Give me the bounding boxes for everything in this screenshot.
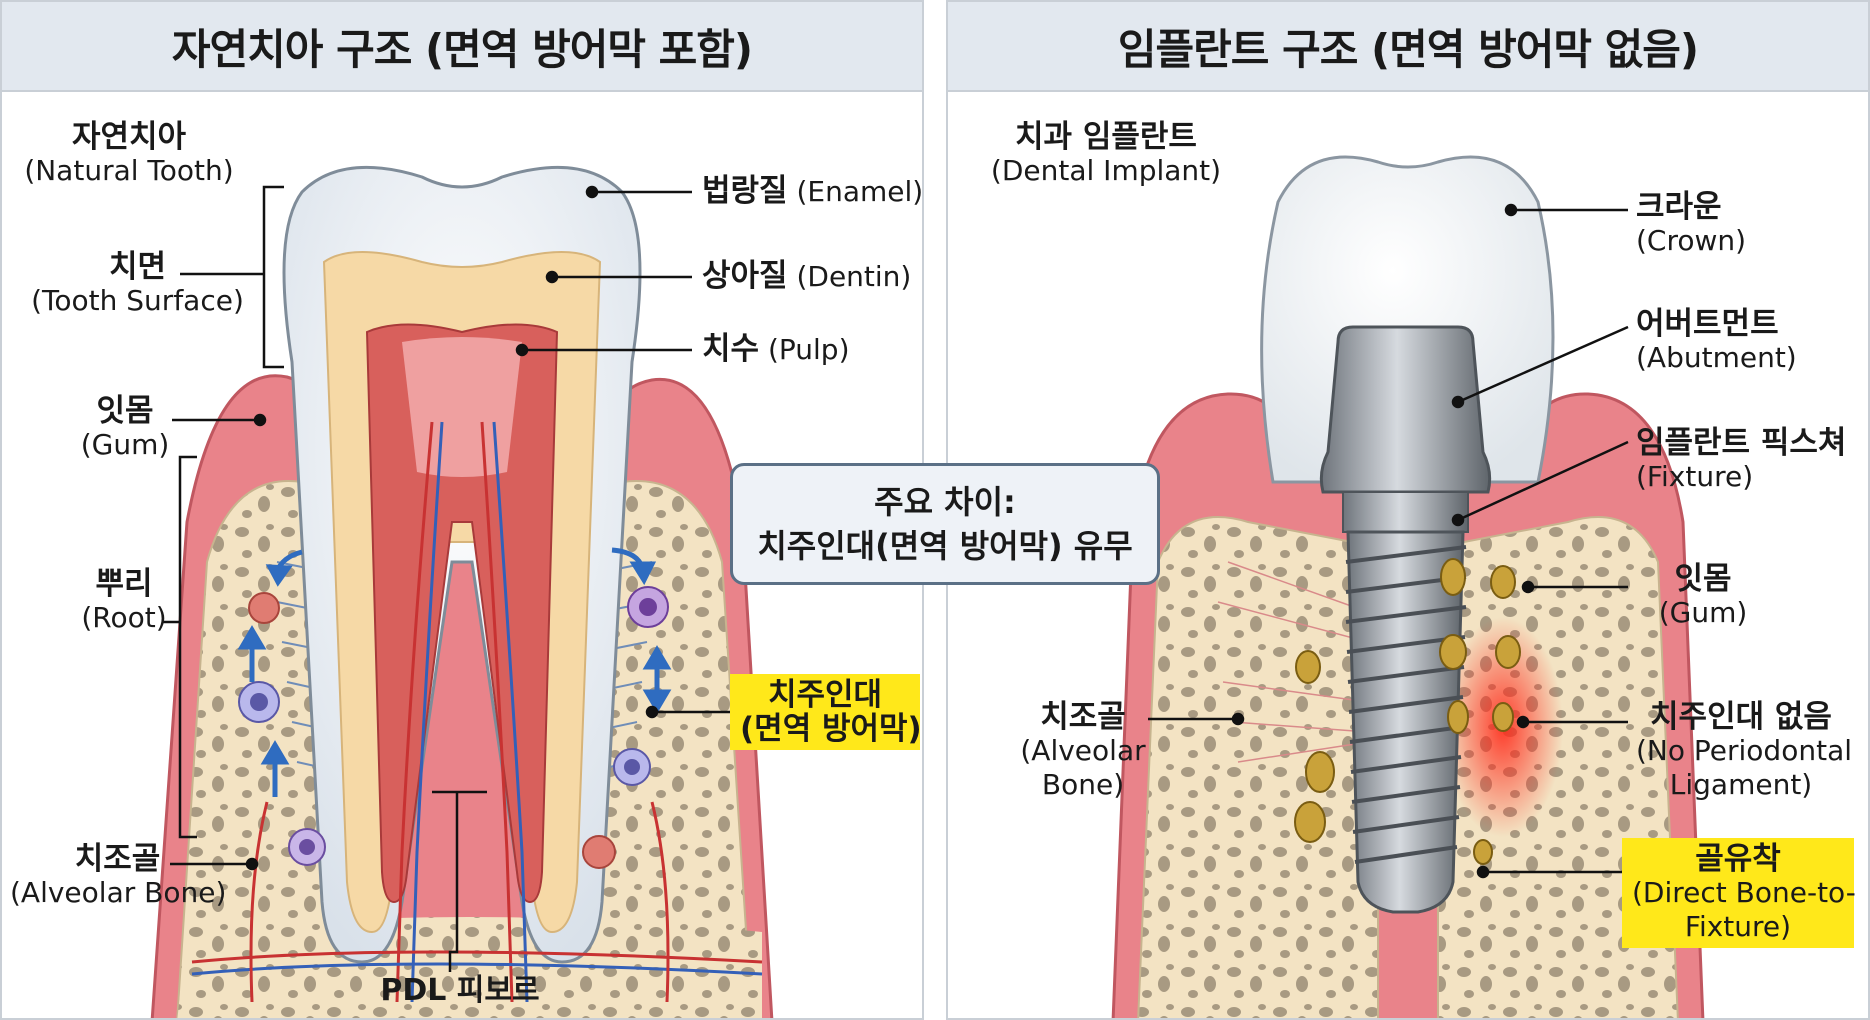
root-label: 뿌리 (Root) — [64, 567, 184, 635]
gum-fibers — [1217, 561, 1369, 763]
crown-ko: 크라운 — [1636, 189, 1722, 225]
implant-bone-ko: 치조골 — [1040, 699, 1126, 735]
pulp-en: (Pulp) — [767, 333, 850, 366]
implant-gum-en: (Gum) — [1658, 596, 1748, 629]
fixture-label: 임플란트 픽스쳐 (Fixture) — [1636, 426, 1846, 494]
key-difference-line2: 치주인대(면역 방어막) 유무 — [757, 527, 1133, 565]
implant-panel: 임플란트 구조 (면역 방어막 없음) — [946, 0, 1870, 1020]
pdl-ko: 치주인대 — [767, 677, 883, 713]
osseointegration-en2: Fixture) — [1684, 910, 1792, 943]
no-pdl-en1: (No Periodontal — [1636, 734, 1853, 767]
pulp-label: 치수 (Pulp) — [702, 332, 850, 367]
pulp-ko: 치수 — [702, 331, 760, 367]
crown-label: 크라운 (Crown) — [1636, 190, 1746, 258]
alveolar-bone-ko: 치조골 — [74, 841, 161, 877]
no-pdl-ko: 치주인대 없음 — [1650, 699, 1832, 735]
implant-gum-ko: 잇몸 — [1674, 561, 1732, 597]
osseointegration-en1: (Direct Bone-to- — [1632, 876, 1856, 909]
key-difference-line1: 주요 차이: — [874, 483, 1016, 521]
enamel-ko: 법랑질 — [702, 173, 788, 209]
alveolar-bone-label: 치조골 (Alveolar Bone) — [10, 841, 227, 910]
implant-gum-label: 잇몸 (Gum) — [1648, 562, 1758, 630]
fixture-shape — [1346, 530, 1465, 914]
natural-tooth-ko: 자연치아 — [71, 119, 187, 155]
pulp-shape — [365, 323, 559, 904]
abutment-ko: 어버트먼트 — [1636, 306, 1779, 342]
implant-bone-shape — [1137, 516, 1679, 1018]
gum-label: 잇몸 (Gum) — [70, 394, 180, 462]
pdl-highlight-label: 치주인대 (면역 방어막) — [730, 674, 922, 750]
dentin-ko: 상아질 — [702, 258, 788, 294]
no-pdl-label: 치주인대 없음 (No Periodontal Ligament) — [1636, 699, 1853, 802]
implant-bone-en1: (Alveolar — [1020, 734, 1146, 767]
implant-bone-label: 치조골 (Alveolar Bone) — [1018, 700, 1148, 802]
natural-tooth-label: 자연치아 (Natural Tooth) — [24, 120, 234, 188]
dentin-en: (Dentin) — [796, 260, 912, 293]
tooth-surface-label: 치면 (Tooth Surface) — [30, 250, 245, 318]
dental-implant-label: 치과 임플란트 (Dental Implant) — [986, 120, 1226, 188]
tooth-surface-ko: 치면 — [108, 249, 167, 285]
pdl-en: (면역 방어막) — [740, 711, 922, 747]
abutment-en: (Abutment) — [1636, 341, 1797, 374]
pdl-fiber-label: PDL 피보르 — [380, 973, 540, 1008]
fixture-ko: 임플란트 픽스쳐 — [1636, 425, 1847, 461]
implant-bone-en2: Bone) — [1041, 768, 1125, 801]
fixture-threads — [1345, 545, 1467, 864]
dentin-label: 상아질 (Dentin) — [702, 259, 911, 294]
natural-tooth-en: (Natural Tooth) — [24, 154, 234, 187]
no-pdl-en2: Ligament) — [1669, 768, 1813, 801]
dental-implant-ko: 치과 임플란트 — [1015, 119, 1197, 155]
osseointegration-ko: 골유착 — [1695, 841, 1781, 877]
natural-tooth-title: 자연치아 구조 (면역 방어막 포함) — [2, 2, 922, 92]
abutment-shape — [1319, 325, 1492, 494]
natural-tooth-illustration — [150, 165, 774, 1018]
gum-en: (Gum) — [80, 428, 170, 461]
immune-cells — [238, 586, 669, 869]
enamel-label: 법랑질 (Enamel) — [702, 173, 924, 209]
enamel-en: (Enamel) — [796, 175, 924, 208]
abutment-label: 어버트먼트 (Abutment) — [1636, 307, 1797, 375]
dental-implant-en: (Dental Implant) — [990, 154, 1222, 187]
alveolar-bone-en: (Alveolar Bone) — [10, 876, 227, 909]
tooth-surface-en: (Tooth Surface) — [31, 284, 244, 317]
crown-en: (Crown) — [1636, 224, 1747, 257]
key-difference-note: 주요 차이: 치주인대(면역 방어막) 유무 — [730, 463, 1160, 585]
root-en: (Root) — [81, 601, 167, 634]
osseointegration-highlight-label: 골유착 (Direct Bone-to- Fixture) — [1622, 838, 1856, 948]
implant-title: 임플란트 구조 (면역 방어막 없음) — [948, 2, 1868, 92]
natural-tooth-panel: 자연치아 구조 (면역 방어막 포함) — [0, 0, 924, 1020]
implant-illustration — [1111, 155, 1705, 1018]
gum-ko: 잇몸 — [96, 393, 154, 429]
debris-particles — [1294, 558, 1521, 865]
fixture-en: (Fixture) — [1636, 460, 1754, 493]
root-ko: 뿌리 — [95, 566, 153, 602]
